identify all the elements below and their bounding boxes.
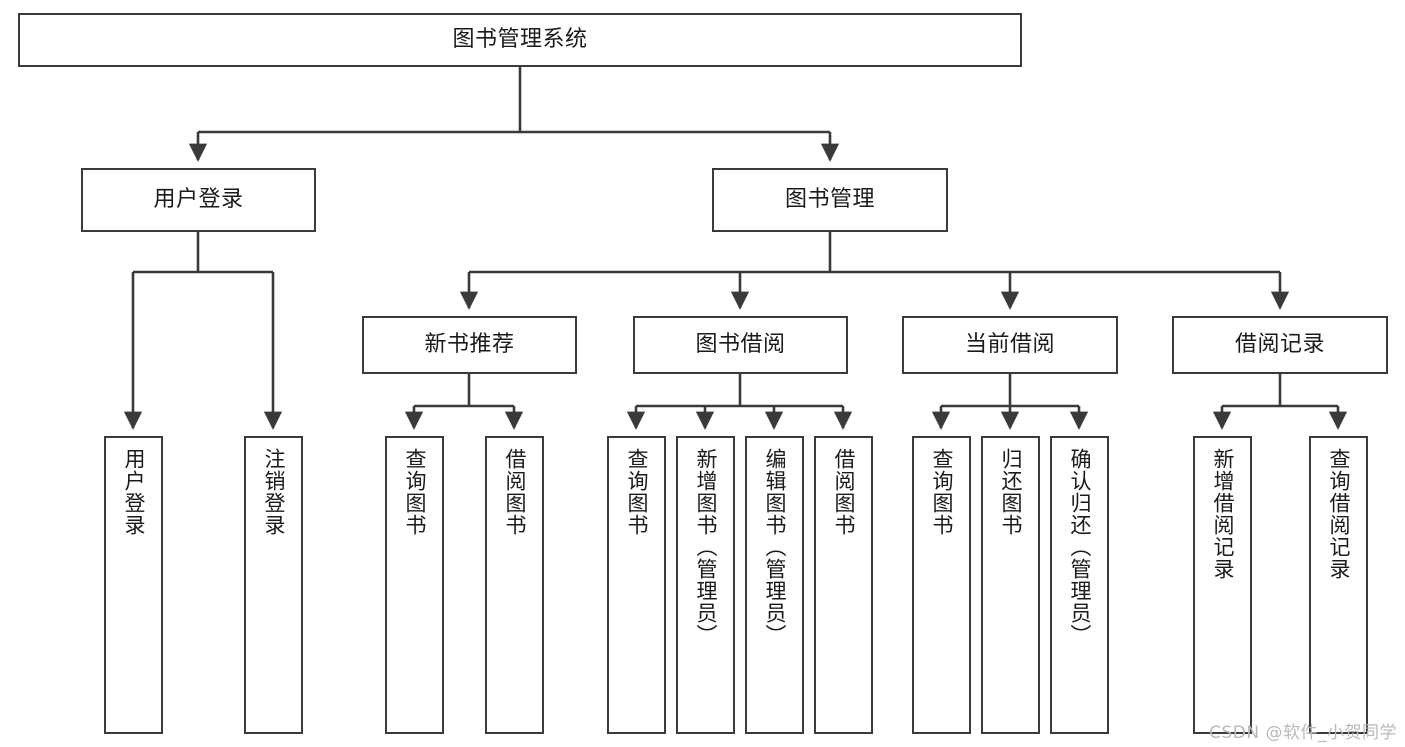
node-label: 查询图书 xyxy=(402,448,427,536)
node-current-borrow[interactable]: 当前借阅 xyxy=(902,316,1118,374)
node-label: 图书管理 xyxy=(784,186,875,212)
node-leaf-query-record[interactable]: 查询借阅记录 xyxy=(1309,436,1368,734)
node-label: 确认归还（管理员） xyxy=(1067,448,1092,646)
node-user-login[interactable]: 用户登录 xyxy=(81,168,316,232)
node-leaf-user-login[interactable]: 用户登录 xyxy=(104,436,163,734)
node-label: 当前借阅 xyxy=(964,331,1055,357)
node-leaf-borrow-book-1[interactable]: 借阅图书 xyxy=(485,436,544,734)
watermark-text: CSDN @软件_小贺同学 xyxy=(1209,723,1397,743)
node-label: 借阅图书 xyxy=(831,448,856,536)
node-label: 新书推荐 xyxy=(424,331,515,357)
node-label: 注销登录 xyxy=(261,448,286,536)
node-new-book-recommend[interactable]: 新书推荐 xyxy=(362,316,577,374)
node-label: 查询图书 xyxy=(929,448,954,536)
node-root-system[interactable]: 图书管理系统 xyxy=(18,13,1022,67)
node-leaf-borrow-book-2[interactable]: 借阅图书 xyxy=(814,436,873,734)
node-leaf-query-book-3[interactable]: 查询图书 xyxy=(912,436,971,734)
node-label: 借阅图书 xyxy=(502,448,527,536)
node-label: 借阅记录 xyxy=(1234,331,1325,357)
node-label: 归还图书 xyxy=(998,448,1023,536)
node-label: 新增借阅记录 xyxy=(1210,448,1235,580)
node-leaf-return-book[interactable]: 归还图书 xyxy=(981,436,1040,734)
node-label: 编辑图书（管理员） xyxy=(762,448,787,646)
node-leaf-logout-login[interactable]: 注销登录 xyxy=(244,436,303,734)
node-label: 图书管理系统 xyxy=(452,26,588,52)
node-label: 用户登录 xyxy=(153,186,244,212)
node-leaf-query-book-2[interactable]: 查询图书 xyxy=(607,436,666,734)
node-label: 查询借阅记录 xyxy=(1326,448,1351,580)
node-label: 查询图书 xyxy=(624,448,649,536)
node-book-borrow[interactable]: 图书借阅 xyxy=(633,316,848,374)
node-leaf-query-book-1[interactable]: 查询图书 xyxy=(385,436,444,734)
node-leaf-add-book[interactable]: 新增图书（管理员） xyxy=(676,436,735,734)
node-book-management[interactable]: 图书管理 xyxy=(712,168,948,232)
node-leaf-add-record[interactable]: 新增借阅记录 xyxy=(1193,436,1252,734)
node-label: 图书借阅 xyxy=(695,331,786,357)
node-label: 新增图书（管理员） xyxy=(693,448,718,646)
node-borrow-record[interactable]: 借阅记录 xyxy=(1172,316,1388,374)
node-leaf-edit-book[interactable]: 编辑图书（管理员） xyxy=(745,436,804,734)
node-leaf-confirm-return[interactable]: 确认归还（管理员） xyxy=(1050,436,1109,734)
node-label: 用户登录 xyxy=(121,448,146,536)
